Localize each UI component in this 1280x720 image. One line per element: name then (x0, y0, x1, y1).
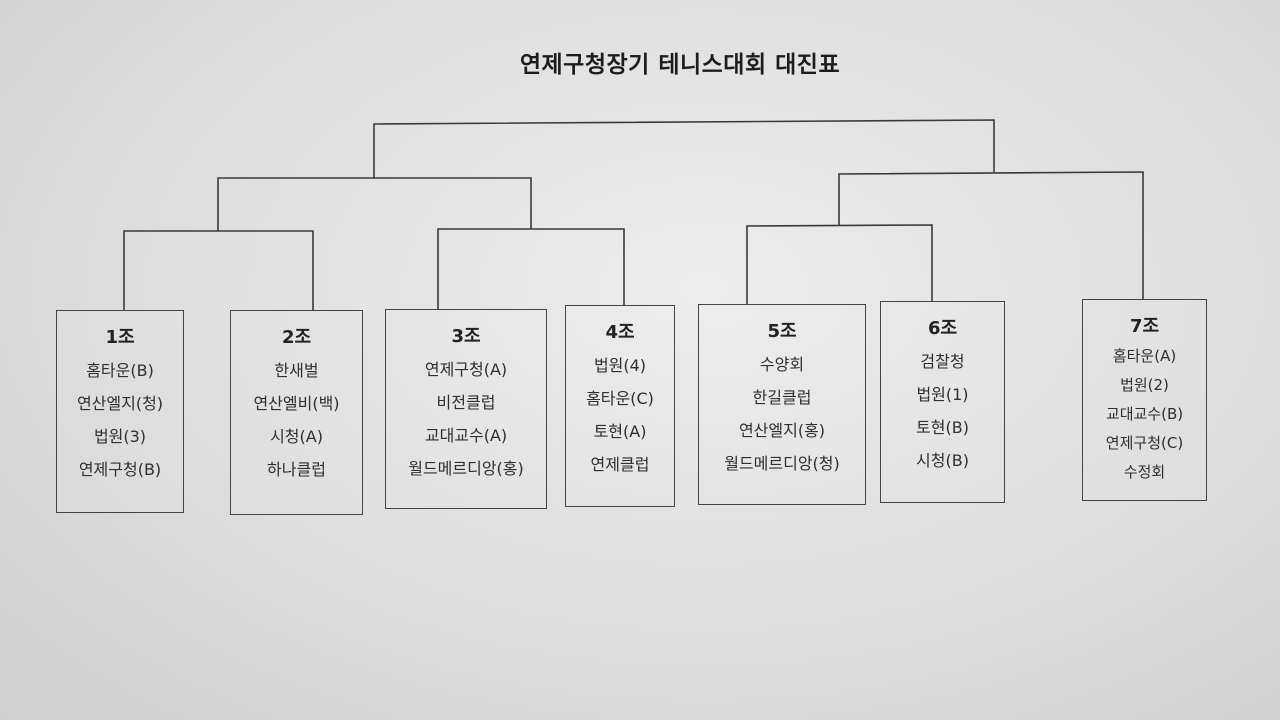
team-name: 홈타운(B) (86, 361, 154, 380)
group-name: 1조 (105, 327, 135, 348)
team-name: 연산엘비(백) (253, 394, 340, 413)
team-name: 한새벌 (274, 361, 319, 380)
group-name: 7조 (1129, 316, 1160, 337)
group-name: 3조 (451, 326, 481, 347)
team-name: 연제구청(B) (78, 460, 162, 479)
team-name: 법원(1) (916, 385, 969, 404)
team-name: 연산엘지(청) (76, 394, 164, 413)
bracket-g3-g4-line (437, 228, 625, 309)
bracket-g5-g6-line (746, 224, 933, 304)
team-name: 교대교수(A) (424, 426, 508, 445)
team-name: 시청(A) (270, 427, 323, 446)
group-box-6: 6조 검찰청 법원(1) 토현(B) 시청(B) (880, 301, 1005, 503)
group-box-3: 3조 연제구청(A) 비전클럽 교대교수(A) 월드메르디앙(홍) (385, 309, 547, 509)
team-name: 월드메르디앙(청) (724, 454, 840, 473)
team-name: 월드메르디앙(홍) (408, 459, 524, 478)
page-title: 연제구청장기 테니스대회 대진표 (519, 52, 841, 78)
bracket-g1-g2-line (123, 230, 314, 310)
group-name: 4조 (605, 322, 635, 343)
team-name: 법원(4) (593, 356, 647, 375)
group-name: 6조 (927, 318, 958, 339)
bracket-final-line (373, 119, 995, 178)
team-name: 연제클럽 (590, 455, 650, 474)
team-name: 법원(3) (93, 427, 147, 446)
team-name: 법원(2) (1120, 376, 1169, 394)
team-name: 시청(B) (916, 451, 969, 470)
team-name: 검찰청 (920, 352, 965, 371)
team-name: 수양회 (759, 355, 805, 374)
team-name: 교대교수(B) (1105, 405, 1184, 423)
team-name: 한길클럽 (752, 388, 812, 407)
team-name: 토현(B) (916, 418, 969, 437)
group-box-2: 2조 한새벌 연산엘비(백) 시청(A) 하나클럽 (230, 310, 363, 515)
team-name: 하나클럽 (267, 460, 326, 479)
group-name: 5조 (767, 321, 797, 342)
team-name: 홈타운(C) (586, 389, 654, 408)
team-name: 연제구청(C) (1105, 434, 1184, 452)
bracket-left-semi-line (217, 177, 532, 231)
bracket-right-semi-line (838, 171, 1144, 299)
group-box-5: 5조 수양회 한길클럽 연산엘지(홍) 월드메르디앙(청) (698, 304, 866, 505)
group-name: 2조 (281, 327, 312, 348)
team-name: 홈타운(A) (1112, 347, 1177, 365)
group-box-7: 7조 홈타운(A) 법원(2) 교대교수(B) 연제구청(C) 수정회 (1082, 299, 1207, 501)
team-name: 수정회 (1123, 463, 1166, 481)
group-box-1: 1조 홈타운(B) 연산엘지(청) 법원(3) 연제구청(B) (56, 310, 184, 513)
team-name: 연산엘지(홍) (738, 421, 826, 440)
team-name: 토현(A) (593, 422, 647, 441)
group-box-4: 4조 법원(4) 홈타운(C) 토현(A) 연제클럽 (565, 305, 675, 507)
team-name: 연제구청(A) (424, 360, 508, 379)
team-name: 비전클럽 (436, 393, 496, 412)
